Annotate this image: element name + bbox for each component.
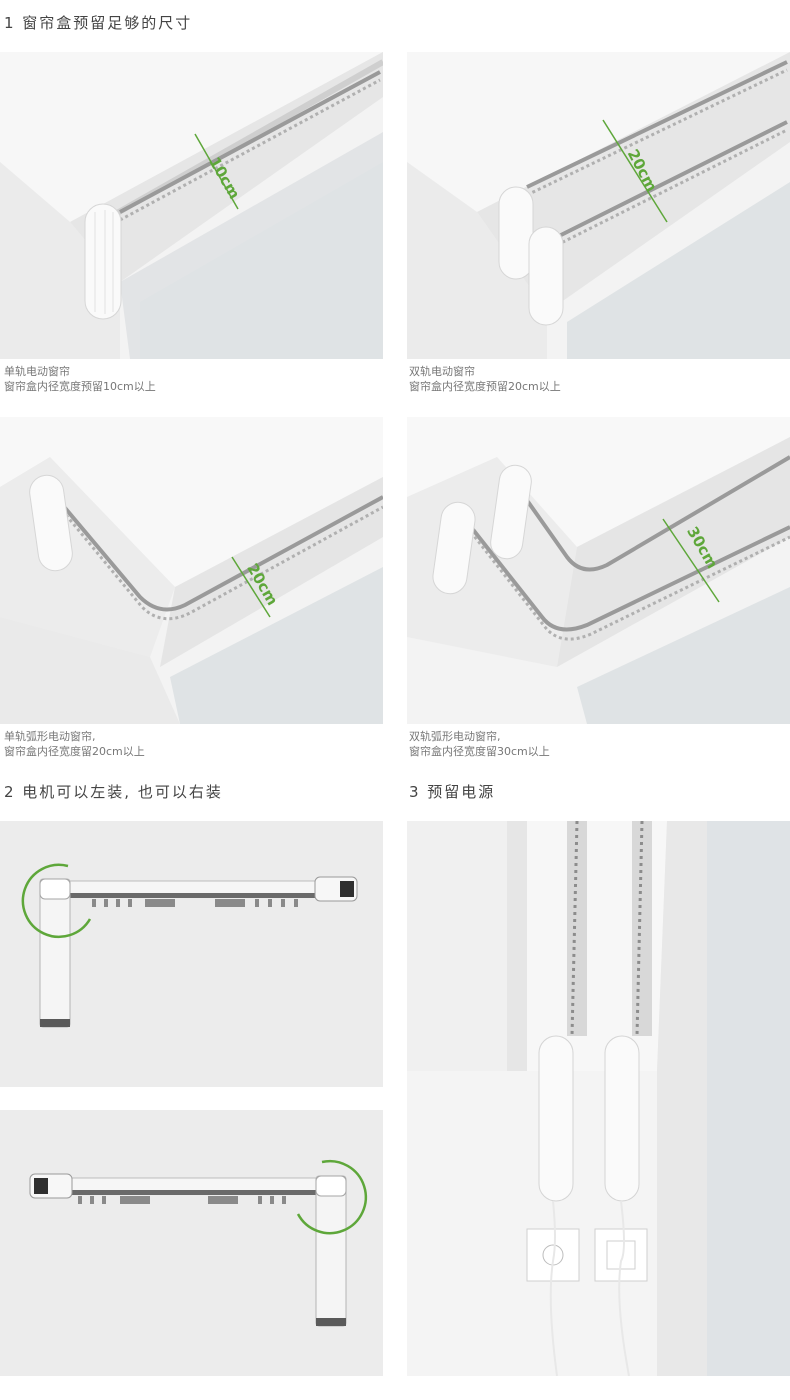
motor-unit (315, 1175, 347, 1327)
caption-desc: 窗帘盒内径宽度预留10cm以上 (4, 380, 156, 393)
dimension-line (231, 556, 271, 618)
dimension-line (602, 119, 668, 223)
rail-track-front (526, 60, 788, 197)
right-motor-photo (0, 1110, 383, 1376)
motor-unit-2 (528, 226, 564, 326)
motor-unit-2 (432, 501, 476, 595)
curved-rail-track-back (505, 455, 790, 572)
single-rail-photo: 10cm (0, 52, 383, 359)
power-outlet-photo (407, 821, 790, 1376)
caption-title: 单轨弧形电动窗帘, (4, 730, 96, 743)
double-rail-photo: 20cm (407, 52, 790, 359)
section-2-heading: 2 电机可以左装, 也可以右装 (4, 783, 223, 801)
rail-track-back (556, 120, 788, 247)
caption-desc: 窗帘盒内径宽度留20cm以上 (4, 745, 145, 758)
caption-double-curved-rail: 双轨弧形电动窗帘, 窗帘盒内径宽度留30cm以上 (409, 729, 550, 759)
rail-track-2 (632, 821, 652, 1037)
caption-desc: 窗帘盒内径宽度预留20cm以上 (409, 380, 561, 393)
caption-single-curved-rail: 单轨弧形电动窗帘, 窗帘盒内径宽度留20cm以上 (4, 729, 145, 759)
motor-unit (84, 203, 122, 320)
motor-unit (39, 878, 71, 1028)
motor-unit-2 (604, 1035, 640, 1202)
dimension-line (194, 133, 239, 210)
caption-title: 双轨弧形电动窗帘, (409, 730, 501, 743)
caption-double-rail: 双轨电动窗帘 窗帘盒内径宽度预留20cm以上 (409, 364, 561, 394)
section-3-heading: 3 预留电源 (409, 783, 496, 801)
curved-rail-track-front (465, 520, 790, 632)
rail-track (59, 876, 358, 907)
caption-title: 单轨电动窗帘 (4, 365, 70, 378)
left-motor-photo (0, 821, 383, 1087)
motor-unit-1 (538, 1035, 574, 1202)
rail-track (119, 70, 381, 222)
rail-track (29, 1173, 341, 1204)
highlight-circle (296, 1159, 368, 1235)
caption-desc: 窗帘盒内径宽度留30cm以上 (409, 745, 550, 758)
double-curved-rail-photo: 30cm (407, 417, 790, 724)
curved-rail-track (58, 495, 383, 612)
dimension-line (662, 518, 720, 603)
section-1-heading: 1 窗帘盒预留足够的尺寸 (4, 14, 193, 32)
caption-single-rail: 单轨电动窗帘 窗帘盒内径宽度预留10cm以上 (4, 364, 156, 394)
rail-track-1 (567, 821, 587, 1037)
highlight-circle (21, 863, 92, 939)
caption-title: 双轨电动窗帘 (409, 365, 475, 378)
motor-unit (29, 474, 73, 572)
motor-unit-1 (490, 464, 532, 560)
single-curved-rail-photo: 20cm (0, 417, 383, 724)
motor-unit-1 (498, 186, 534, 280)
power-outlet-2 (594, 1228, 648, 1282)
